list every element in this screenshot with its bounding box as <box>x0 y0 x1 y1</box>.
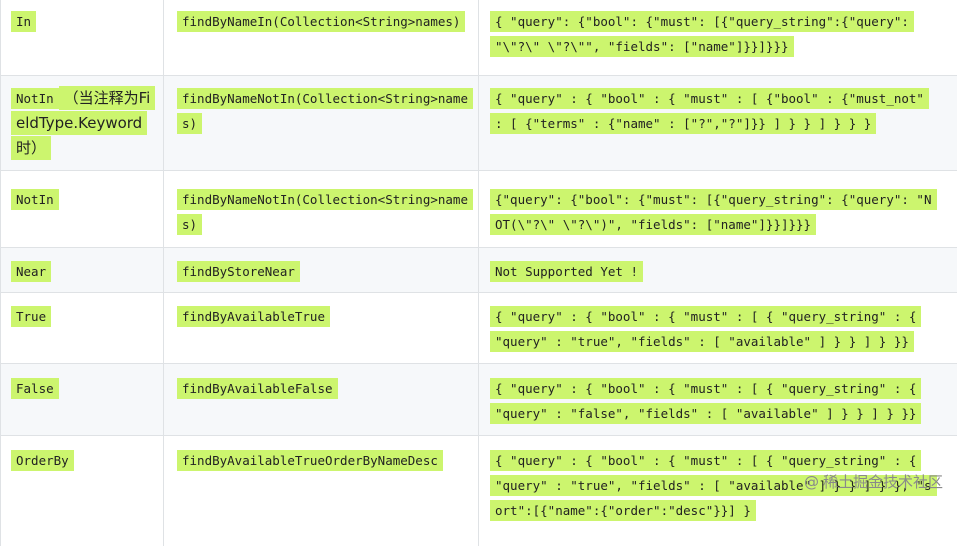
method-cell: findByStoreNear <box>164 248 479 293</box>
table-row: False findByAvailableFalse { "query" : {… <box>1 364 957 436</box>
method-cell: findByAvailableFalse <box>164 364 479 436</box>
method-text: findByNameNotIn(Collection<String>names) <box>177 189 473 235</box>
keyword-cell: Near <box>1 248 164 293</box>
query-cell: Not Supported Yet ! <box>479 248 957 293</box>
query-cell: { "query" : { "bool" : { "must" : [ { "q… <box>479 293 957 364</box>
watermark-text: 稀土掘金技术社区 <box>823 471 943 492</box>
keyword-text: NotIn <box>11 88 59 109</box>
query-text: Not Supported Yet ! <box>490 261 643 282</box>
at-icon: @ <box>804 473 819 491</box>
keyword-cell: NotIn（当注释为FieldType.Keyword时） <box>1 76 164 171</box>
keyword-text: OrderBy <box>11 450 74 471</box>
query-cell: { "query": {"bool": {"must": [{"query_st… <box>479 0 957 76</box>
keyword-text: Near <box>11 261 51 282</box>
table-row: True findByAvailableTrue { "query" : { "… <box>1 293 957 364</box>
keyword-text: False <box>11 378 59 399</box>
watermark: @ 稀土掘金技术社区 <box>804 471 943 492</box>
method-cell: findByAvailableTrueOrderByNameDesc <box>164 436 479 546</box>
query-text: { "query" : { "bool" : { "must" : [ { "q… <box>490 306 921 352</box>
method-text: findByStoreNear <box>177 261 300 282</box>
method-text: findByAvailableTrue <box>177 306 330 327</box>
keyword-text: In <box>11 11 36 32</box>
keyword-cell: In <box>1 0 164 76</box>
query-text: {"query": {"bool": {"must": [{"query_str… <box>490 189 937 235</box>
query-text: { "query": {"bool": {"must": [{"query_st… <box>490 11 914 57</box>
table-row: NotIn findByNameNotIn(Collection<String>… <box>1 171 957 248</box>
keyword-text: True <box>11 306 51 327</box>
keyword-cell: False <box>1 364 164 436</box>
query-text: { "query" : { "bool" : { "must" : [ { "q… <box>490 378 921 424</box>
query-cell: { "query" : { "bool" : { "must" : [ {"bo… <box>479 76 957 171</box>
table-row: In findByNameIn(Collection<String>names)… <box>1 0 957 76</box>
keyword-text: NotIn <box>11 189 59 210</box>
method-text: findByAvailableFalse <box>177 378 338 399</box>
method-cell: findByNameNotIn(Collection<String>names) <box>164 76 479 171</box>
method-text: findByNameNotIn(Collection<String>names) <box>177 88 473 134</box>
method-cell: findByAvailableTrue <box>164 293 479 364</box>
method-text: findByAvailableTrueOrderByNameDesc <box>177 450 443 471</box>
table-row: NotIn（当注释为FieldType.Keyword时） findByName… <box>1 76 957 171</box>
keyword-cell: OrderBy <box>1 436 164 546</box>
query-cell: { "query" : { "bool" : { "must" : [ { "q… <box>479 364 957 436</box>
keyword-cell: True <box>1 293 164 364</box>
keyword-cell: NotIn <box>1 171 164 248</box>
method-cell: findByNameIn(Collection<String>names) <box>164 0 479 76</box>
table-row: Near findByStoreNear Not Supported Yet ! <box>1 248 957 293</box>
query-text: { "query" : { "bool" : { "must" : [ {"bo… <box>490 88 929 134</box>
method-cell: findByNameNotIn(Collection<String>names) <box>164 171 479 248</box>
query-cell: {"query": {"bool": {"must": [{"query_str… <box>479 171 957 248</box>
method-text: findByNameIn(Collection<String>names) <box>177 11 465 32</box>
